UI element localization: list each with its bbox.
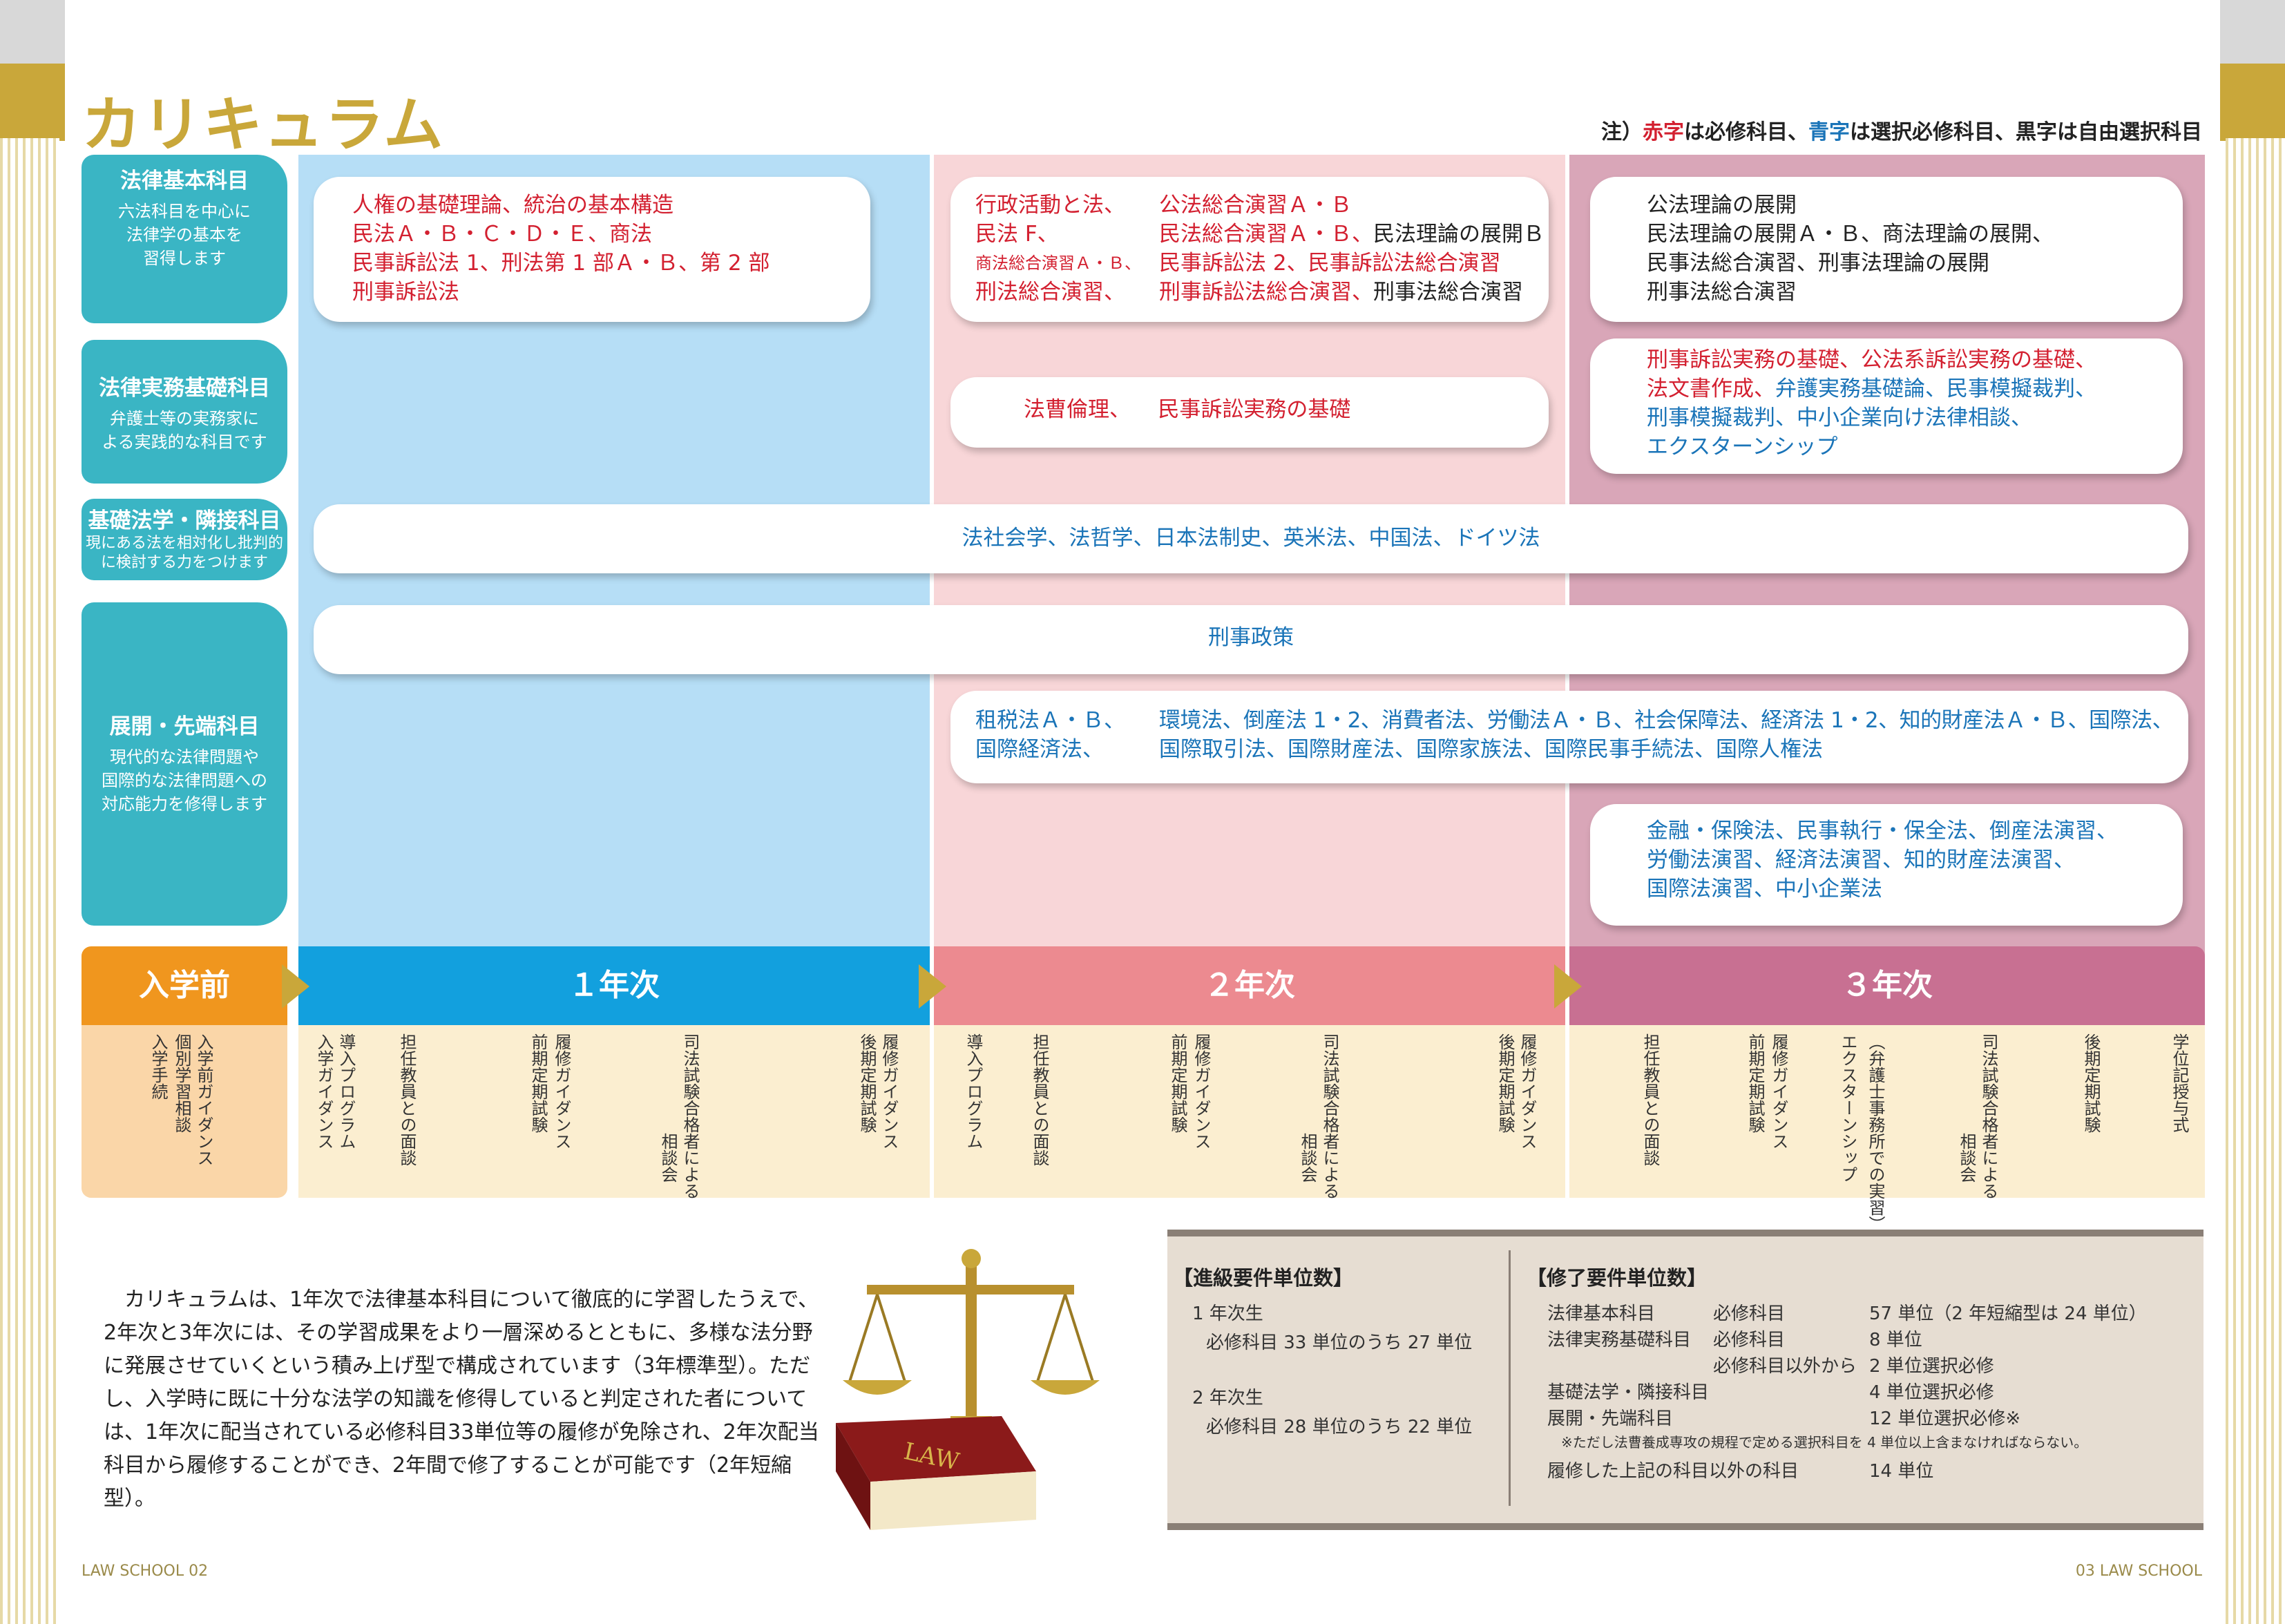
right-edge-grey <box>2220 0 2285 64</box>
completion-row-a: 基礎法学・隣接科目 <box>1547 1382 1710 1403</box>
curriculum-description: カリキュラムは、1年次で法律基本科目について徹底的に学習したうえで、2年次と3年… <box>104 1288 819 1511</box>
timeline-y2-item: 履修ガイダンス <box>1192 1033 1211 1149</box>
basic-adjacent-box: 法社会学、法哲学、日本法制史、英米法、中国法、ドイツ法 <box>314 504 2188 573</box>
promotion-y1-value: 必修科目 33 単位のうち 27 単位 <box>1206 1332 1473 1353</box>
completion-row-b: 必修科目以外から <box>1713 1356 1857 1377</box>
completion-last-a: 履修した上記の科目以外の科目 <box>1547 1461 1799 1482</box>
timeline-y2-item: 司法試験合格者による <box>1320 1033 1339 1199</box>
completion-row-b: 必修科目 <box>1713 1303 1786 1324</box>
timeline-y3-item: 司法試験合格者による <box>1979 1033 1998 1199</box>
timeline-y1-item: 後期定期試験 <box>857 1033 877 1133</box>
timeline-y1-item: 履修ガイダンス <box>552 1033 571 1149</box>
completion-row-c: 2 単位選択必修 <box>1869 1356 1994 1377</box>
timeline-y3-item: 学位記授与式 <box>2170 1033 2189 1133</box>
y3-basic-box: 公法理論の展開 民法理論の展開Ａ・Ｂ、商法理論の展開、 民事法総合演習、刑事法理… <box>1590 177 2183 322</box>
timeline-y1-item: 司法試験合格者による <box>680 1033 700 1199</box>
panel-divider <box>1509 1250 1511 1506</box>
completion-row-a: 法律基本科目 <box>1547 1303 1656 1324</box>
completion-row-c: 8 単位 <box>1869 1330 1922 1350</box>
timeline-y1-item: 担任教員との面談 <box>397 1033 417 1166</box>
timeline-pre-item: 入学手続 <box>149 1033 168 1100</box>
completion-footnote: ※ただし法曹養成専攻の規程で定める選択科目を 4 単位以上含まなければならない。 <box>1561 1434 2088 1451</box>
completion-row-c: 12 単位選択必修※ <box>1869 1408 2021 1429</box>
year3-label: ３年次 <box>1569 946 2205 1025</box>
timeline-pre-item: 個別学習相談 <box>172 1033 191 1133</box>
advanced-box: 租税法Ａ・Ｂ、 国際経済法、 環境法、倒産法 1・2、消費者法、労働法Ａ・Ｂ、社… <box>950 691 2188 783</box>
timeline-y3-item: エクスターンシップ <box>1838 1033 1857 1183</box>
timeline-y1-item: 導入プログラム <box>336 1033 356 1149</box>
completion-heading: 【修了要件単位数】 <box>1527 1266 1708 1290</box>
timeline-y1-item: 前期定期試験 <box>528 1033 548 1133</box>
timeline-y2-item: 導入プログラム <box>964 1033 983 1149</box>
timeline-y2-item: 前期定期試験 <box>1168 1033 1187 1133</box>
footer-right: 03 LAW SCHOOL <box>2075 1563 2202 1580</box>
page-title: カリキュラム <box>82 90 445 160</box>
year-pre-label: 入学前 <box>82 946 287 1025</box>
pre-timeline-bg <box>82 1025 287 1198</box>
y2-practice-box: 法曹倫理、 民事訴訟実務の基礎 <box>950 377 1549 448</box>
y2-basic-box: 行政活動と法、 民法 F、 商法総合演習Ａ・Ｂ、 刑法総合演習、 公法総合演習Ａ… <box>950 177 1549 322</box>
requirements-panel: 【進級要件単位数】 1 年次生 必修科目 33 単位のうち 27 単位 2 年次… <box>1167 1230 2203 1530</box>
timeline-y3-item: 相談会 <box>1957 1133 1976 1183</box>
completion-row-c: 57 単位（2 年短縮型は 24 単位） <box>1869 1303 2147 1324</box>
left-edge-grey <box>0 0 65 64</box>
color-legend-note: 注）赤字は必修科目、青字は選択必修科目、黒字は自由選択科目 <box>1601 120 2202 144</box>
promotion-heading: 【進級要件単位数】 <box>1173 1266 1354 1290</box>
timeline-y2-item: 履修ガイダンス <box>1518 1033 1537 1149</box>
category-advanced: 展開・先端科目 現代的な法律問題や 国際的な法律問題への 対応能力を修得します <box>82 602 287 926</box>
y3-practice-box: 刑事訴訟実務の基礎、公法系訴訟実務の基礎、 法文書作成、弁護実務基礎論、民事模擬… <box>1590 338 2183 474</box>
timeline-pre-item: 入学前ガイダンス <box>194 1033 213 1166</box>
timeline-y1-item: 履修ガイダンス <box>879 1033 899 1149</box>
completion-last-c: 14 単位 <box>1869 1461 1934 1482</box>
timeline-y1-item: 相談会 <box>658 1133 678 1183</box>
left-edge-gold <box>0 64 65 141</box>
year2-label: ２年次 <box>934 946 1565 1025</box>
year1-label: １年次 <box>298 946 930 1025</box>
arrow-icon <box>282 964 309 1009</box>
timeline-y3-item: 後期定期試験 <box>2081 1033 2101 1133</box>
completion-row-a: 法律実務基礎科目 <box>1547 1330 1692 1350</box>
right-edge-gold <box>2220 64 2285 141</box>
scales-of-justice-icon: LAW <box>836 1249 1100 1530</box>
promotion-y2-value: 必修科目 28 単位のうち 22 単位 <box>1206 1417 1473 1437</box>
y1-basic-box: 人権の基礎理論、統治の基本構造 民法Ａ・Ｂ・Ｃ・Ｄ・Ｅ、商法 民事訴訟法 1、刑… <box>314 177 870 322</box>
left-edge-stripes <box>0 138 59 1624</box>
category-practice: 法律実務基礎科目 弁護士等の実務家に よる実践的な科目です <box>82 340 287 484</box>
completion-row-a: 展開・先端科目 <box>1547 1408 1674 1429</box>
arrow-icon <box>1554 964 1582 1009</box>
timeline-y3-item: （弁護士事務所での実習） <box>1866 1033 1885 1232</box>
timeline-y3-item: 担任教員との面談 <box>1641 1033 1660 1166</box>
timeline-y2-item: 後期定期試験 <box>1495 1033 1515 1133</box>
completion-row-c: 4 単位選択必修 <box>1869 1382 1994 1403</box>
criminal-policy-box: 刑事政策 <box>314 605 2188 674</box>
advanced-y3-box: 金融・保険法、民事執行・保全法、倒産法演習、 労働法演習、経済法演習、知的財産法… <box>1590 804 2183 926</box>
footer-left: LAW SCHOOL 02 <box>82 1563 209 1580</box>
timeline-y1-item: 入学ガイダンス <box>314 1033 334 1149</box>
arrow-icon <box>919 964 946 1009</box>
y2-timeline-bg <box>934 1025 1565 1198</box>
y3-timeline-bg <box>1569 1025 2205 1198</box>
promotion-y2: 2 年次生 <box>1192 1388 1263 1408</box>
timeline-y3-item: 履修ガイダンス <box>1769 1033 1788 1149</box>
completion-row-b: 必修科目 <box>1713 1330 1786 1350</box>
timeline-y2-item: 担任教員との面談 <box>1030 1033 1049 1166</box>
category-basic-law: 法律基本科目 六法科目を中心に 法律学の基本を 習得します <box>82 155 287 323</box>
timeline-y3-item: 前期定期試験 <box>1746 1033 1765 1133</box>
timeline-y2-item: 相談会 <box>1298 1133 1317 1183</box>
right-edge-stripes <box>2226 138 2285 1624</box>
y1-timeline-bg <box>298 1025 930 1198</box>
promotion-y1: 1 年次生 <box>1192 1303 1263 1324</box>
category-basic-adjacent: 基礎法学・隣接科目 現にある法を相対化し批判的 に検討する力をつけます <box>82 499 287 580</box>
